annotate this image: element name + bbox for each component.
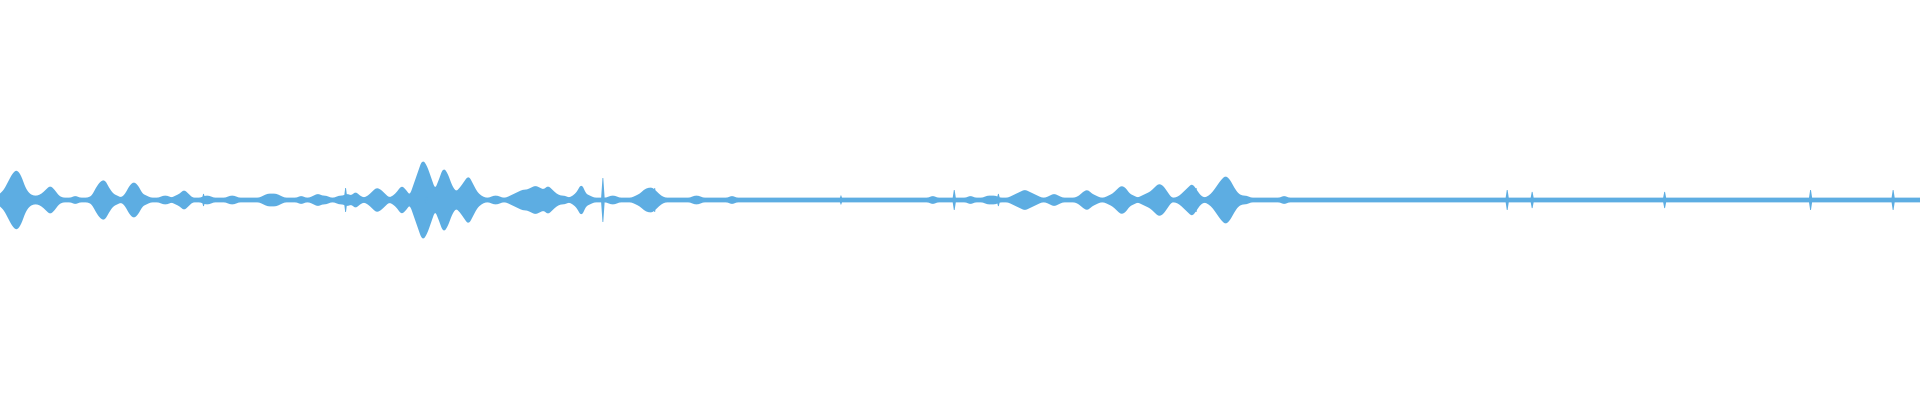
waveform-spike <box>1662 191 1667 209</box>
waveform-spike <box>424 194 429 206</box>
waveform-spike <box>201 193 206 207</box>
waveform-spike <box>1530 191 1535 209</box>
waveform-spike <box>343 187 348 213</box>
waveform-spike <box>1808 189 1813 211</box>
waveform-spike <box>839 194 843 206</box>
waveform-spike <box>952 189 957 211</box>
waveform-spike <box>1891 189 1896 211</box>
waveform-spike <box>652 187 657 213</box>
waveform-spike <box>600 177 605 223</box>
waveform-spike <box>996 193 1001 207</box>
waveform-spike <box>1194 187 1199 213</box>
waveform-spike <box>1505 189 1510 211</box>
